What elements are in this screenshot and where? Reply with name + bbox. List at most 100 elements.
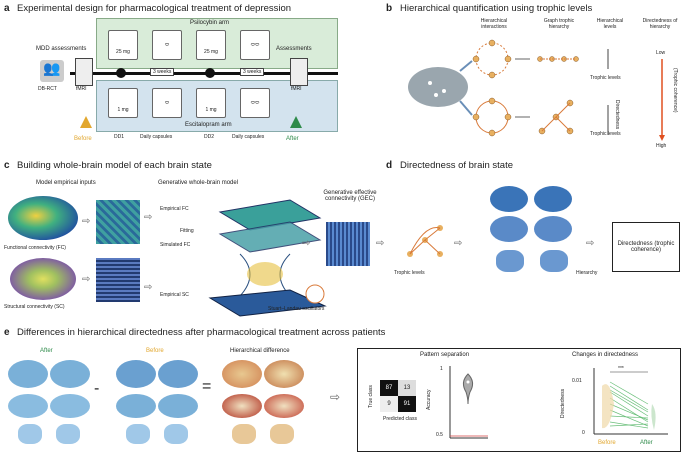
dd2-label: DD2 xyxy=(204,134,215,140)
patients-icon: 👥 xyxy=(40,60,64,82)
before-header: Before xyxy=(146,348,164,354)
hierarchy-label: Hierarchy xyxy=(576,270,598,276)
brain-render xyxy=(534,216,572,242)
brain-diff xyxy=(222,394,262,418)
before-x-label: Before xyxy=(598,440,616,446)
psilocybin-arm-label: Psilocybin arm xyxy=(190,20,230,26)
hierarchical-difference-header: Hierarchical difference xyxy=(230,348,290,354)
trophic-diagram xyxy=(408,39,665,141)
dir-tick-top: 0.01 xyxy=(572,378,582,384)
sc-matrix xyxy=(96,258,140,302)
panel-d-title: Directedness of brain state xyxy=(400,160,514,171)
panel-d-letter: d xyxy=(386,160,393,171)
results-box xyxy=(357,348,681,452)
panel-e-letter: e xyxy=(4,327,10,338)
fmri-left-label: fMRI xyxy=(76,86,87,92)
escitalopram-dose-card-1: 1 mg xyxy=(108,88,138,118)
timeline-dot xyxy=(205,68,215,78)
brain-after xyxy=(8,394,48,418)
acc-tick-top: 1 xyxy=(440,366,443,372)
brain-after xyxy=(18,424,42,444)
dd1-label: DD1 xyxy=(114,134,125,140)
cm-cell-tn: 91 xyxy=(398,396,416,412)
empirical-sc-label: Empirical SC xyxy=(160,292,189,298)
mdd-assessments-label: MDD assessments xyxy=(36,46,87,52)
gec-label: Generative effective connectivity (GEC) xyxy=(323,190,377,202)
brain-before xyxy=(116,394,156,418)
arrow-icon: ⇨ xyxy=(144,282,153,293)
panel-a-letter: a xyxy=(4,3,10,14)
arrow-icon: ⇨ xyxy=(330,390,341,404)
pattern-separation-title: Pattern separation xyxy=(420,352,470,358)
weeks-label-2: 3 weeks xyxy=(240,68,265,76)
stuart-landau-label: Stuart–Landau oscillators xyxy=(268,306,325,312)
before-label: Before xyxy=(74,136,92,142)
brain-before xyxy=(126,424,150,444)
arrow-icon: ⇨ xyxy=(144,212,153,223)
sc-label: Structural connectivity (SC) xyxy=(4,304,65,310)
daily-capsules-label-2: Daily capsules xyxy=(232,134,265,140)
brain-render xyxy=(534,186,572,212)
panel-e-title: Differences in hierarchical directedness… xyxy=(17,327,386,338)
dir-tick-bottom: 0 xyxy=(582,430,585,436)
brain-render xyxy=(490,186,528,212)
panel-a-title: Experimental design for pharmacological … xyxy=(17,3,292,14)
psilocybin-dose-card-2: 25 mg xyxy=(196,30,226,60)
col-hierarchical-interactions: Hierarchical interactions xyxy=(480,18,508,30)
cm-cell-fp: 9 xyxy=(380,396,398,412)
trophic-levels-top: Trophic levels xyxy=(590,75,621,81)
brain-before xyxy=(158,360,198,388)
empirical-fc-label: Empirical FC xyxy=(160,206,189,212)
brain-after xyxy=(50,394,90,418)
escitalopram-dose-card-2: 1 mg xyxy=(196,88,226,118)
trophic-levels-d: Trophic levels xyxy=(394,270,425,276)
brain-render xyxy=(540,250,568,272)
after-x-label: After xyxy=(640,440,653,446)
panel-b-letter: b xyxy=(386,3,393,14)
arrow-icon: ⇨ xyxy=(586,238,595,249)
sc-brain xyxy=(10,258,76,300)
cm-cell-fn: 13 xyxy=(398,380,416,396)
fitting-label: Fitting xyxy=(180,228,194,234)
arrow-icon: ⇨ xyxy=(302,238,311,249)
assessments-label: Assessments xyxy=(276,46,312,52)
model-inputs-label: Model empirical inputs xyxy=(36,180,96,186)
gen-model-label: Generative whole-brain model xyxy=(158,180,239,186)
panel-b-title: Hierarchical quantification using trophi… xyxy=(400,3,593,14)
before-arrow-icon xyxy=(80,116,92,128)
capsules-icon: ⬭⬭ xyxy=(240,30,270,60)
arrow-icon: ⇨ xyxy=(376,238,385,249)
significance-stars: *** xyxy=(618,366,624,372)
cm-cell-tp: 87 xyxy=(380,380,398,396)
daily-capsules-label-1: Daily capsules xyxy=(140,134,173,140)
timeline-bar xyxy=(70,72,338,75)
predicted-class-label: Predicted class xyxy=(383,416,417,422)
brain-diff xyxy=(222,360,262,388)
minus-sign: - xyxy=(94,380,100,397)
acc-tick-bottom: 0.5 xyxy=(436,432,443,438)
low-label: Low xyxy=(656,50,666,56)
accuracy-axis-label: Accuracy xyxy=(426,389,432,410)
high-label: High xyxy=(656,143,667,149)
simulated-fc-label: Simulated FC xyxy=(160,242,191,248)
brain-before xyxy=(116,360,156,388)
after-header: After xyxy=(40,348,53,354)
brain-before xyxy=(164,424,188,444)
trophic-coherence-axis: (Trophic coherence) xyxy=(672,68,678,113)
col-hierarchical-levels: Hierarchical levels xyxy=(596,18,624,30)
col-graph-trophic: Graph trophic hierarchy xyxy=(543,18,575,30)
brain-diff xyxy=(264,394,304,418)
panel-c-title: Building whole-brain model of each brain… xyxy=(17,160,212,171)
col-directedness: Directedness of hierarchy xyxy=(642,18,678,30)
weeks-label-1: 3 weeks xyxy=(150,68,175,76)
directedness-box: Directedness (trophic coherence) xyxy=(612,222,680,272)
capsule-icon: ⬭ xyxy=(152,30,182,60)
brain-before xyxy=(158,394,198,418)
clipboard-icon xyxy=(290,58,308,86)
db-rct-label: DB-RCT xyxy=(38,86,57,92)
panel-c-letter: c xyxy=(4,160,10,171)
after-arrow-icon xyxy=(290,116,302,128)
brain-after xyxy=(56,424,80,444)
capsule-icon: ⬭ xyxy=(152,88,182,118)
equals-sign: = xyxy=(202,378,212,395)
